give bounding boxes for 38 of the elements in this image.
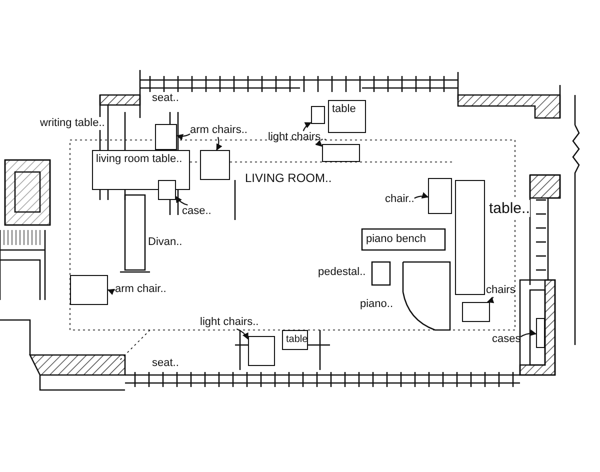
furniture-label: chairs [486,284,516,297]
leader-arrow [216,136,222,151]
furniture-label: light chairs.. [268,131,327,144]
furniture-symbol [311,106,325,124]
furniture-symbol [428,178,452,214]
furniture-symbol [158,180,176,200]
furniture-label: arm chairs.. [190,124,248,137]
furniture-symbol [155,124,177,150]
leader-arrow [176,134,190,140]
leader-arrow [414,192,429,199]
furniture-symbol [248,336,275,366]
furniture-symbol [322,144,360,162]
leader-arrow [236,328,248,340]
furniture-label: chair.. [385,193,414,206]
furniture-symbol [70,275,108,305]
room-label: LIVING ROOM.. [245,172,332,185]
furniture-label: pedestal.. [318,266,366,279]
table-symbol: table [328,100,366,133]
furniture-label: cases [492,333,521,346]
leader-arrow [315,140,322,147]
furniture-label: light chairs.. [200,316,259,329]
leader-arrow [302,122,312,132]
furniture-label: piano bench [366,233,426,246]
furniture-symbol [200,150,230,180]
furniture-label: writing table.. [40,117,105,130]
leader-arrow [486,296,494,303]
furniture-symbol [455,180,485,295]
furniture-label: piano.. [360,298,394,311]
furniture-label: arm chair.. [115,283,166,296]
furniture-symbol [462,302,490,322]
leader-arrow [107,288,116,295]
leader-arrow [176,196,188,206]
table-symbol: table [282,330,308,350]
table-symbol: living room table.. [92,150,190,190]
leader-arrow [520,330,537,338]
furniture-label: table.. [489,200,530,217]
furniture-symbol [536,318,545,348]
furniture-label: case.. [182,205,212,218]
